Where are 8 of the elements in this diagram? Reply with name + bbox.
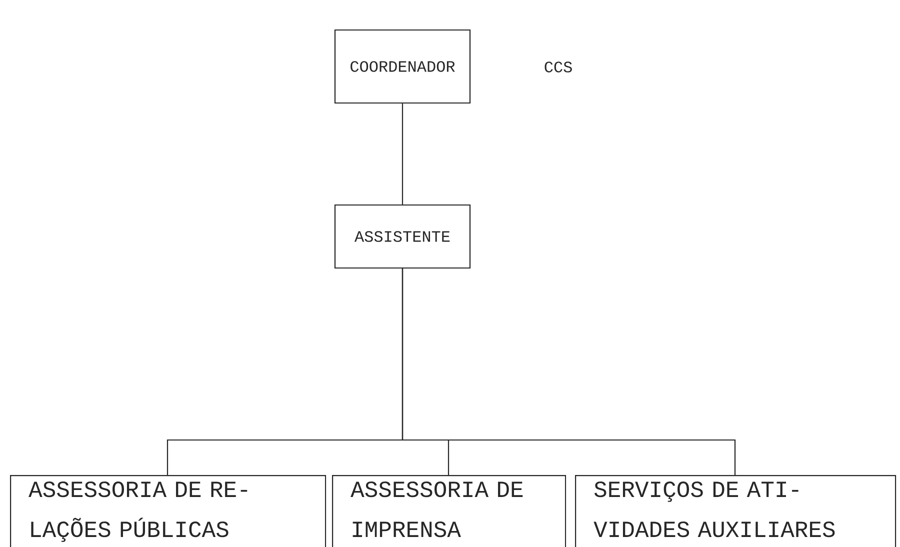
connector-line [402,104,404,204]
role-box: COORDENADOR [334,29,471,104]
department-box: ASSESSORIA DE RE- LAÇÕES PÚBLICAS [10,475,326,547]
department-box: SERVIÇOS DE ATI- VIDADES AUXILIARES [575,475,896,547]
department-box: ASSESSORIA DE IMPRENSA [332,475,566,547]
side-label: CCS [544,62,572,72]
role-box: ASSISTENTE [334,204,471,269]
connector-line [402,268,736,475]
